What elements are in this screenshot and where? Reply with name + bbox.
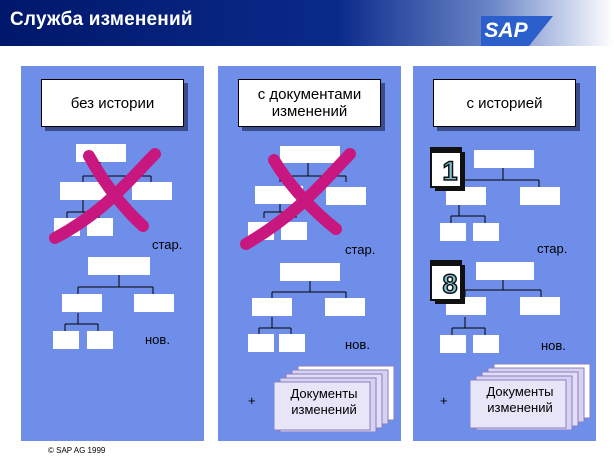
- tree-node: [134, 294, 174, 312]
- tree-node: [326, 187, 366, 205]
- old-version-caption: стар.: [152, 237, 183, 252]
- docs-label: Документы изменений: [290, 386, 358, 417]
- calendar-icon: 1: [430, 146, 466, 192]
- sap-logo-icon: SAP: [481, 16, 553, 46]
- plus-sign: +: [440, 393, 448, 408]
- title-bar: Служба изменений SAP: [0, 0, 614, 46]
- tree-node: [252, 298, 292, 316]
- new-version-caption: нов.: [345, 337, 370, 352]
- new-version-caption: нов.: [145, 332, 170, 347]
- copyright-footer: © SAP AG 1999: [48, 446, 106, 455]
- panel-label: без истории: [41, 79, 184, 127]
- tree-node: [280, 263, 340, 281]
- old-version-caption: стар.: [537, 241, 568, 256]
- page-title: Служба изменений: [10, 9, 193, 30]
- calendar-old-number: 1: [442, 155, 459, 187]
- tree-node: [248, 334, 274, 352]
- tree-node: [281, 222, 307, 240]
- calendar-new-number: 8: [442, 268, 459, 300]
- tree-node: [87, 331, 113, 349]
- panel-with-history: с историей 1 8: [413, 66, 596, 441]
- tree-node: [279, 334, 305, 352]
- tree-node: [473, 335, 499, 353]
- panel-label: с историей: [433, 79, 576, 127]
- calendar-icon: 8: [430, 259, 466, 305]
- tree-node: [440, 335, 466, 353]
- sap-logo-text: SAP: [484, 19, 528, 42]
- old-version-caption: стар.: [345, 242, 376, 257]
- tree-node: [520, 187, 560, 205]
- tree-node: [476, 262, 534, 280]
- cross-mark-icon: [49, 148, 161, 244]
- tree-node: [62, 294, 102, 312]
- tree-node: [132, 182, 172, 200]
- tree-node: [88, 257, 150, 275]
- tree-node: [520, 297, 560, 315]
- tree-node: [325, 298, 365, 316]
- tree-node: [446, 187, 486, 205]
- tree-node: [87, 218, 113, 236]
- panel-label: с документами изменений: [238, 79, 381, 127]
- plus-sign: +: [248, 393, 256, 408]
- tree-node: [280, 146, 340, 163]
- docs-label: Документы изменений: [486, 384, 554, 415]
- panel-without-history: без истории стар. нов.: [21, 66, 204, 441]
- cross-mark-icon: [240, 148, 356, 250]
- document-stack-icon: Документы изменений: [274, 362, 404, 432]
- tree-node: [440, 223, 466, 241]
- new-version-caption: нов.: [541, 338, 566, 353]
- panel-with-change-documents: с документами изменений стар. нов. +: [218, 66, 401, 441]
- tree-node: [473, 223, 499, 241]
- document-stack-icon: Документы изменений: [470, 360, 600, 430]
- tree-node: [474, 150, 534, 168]
- tree-node: [53, 331, 79, 349]
